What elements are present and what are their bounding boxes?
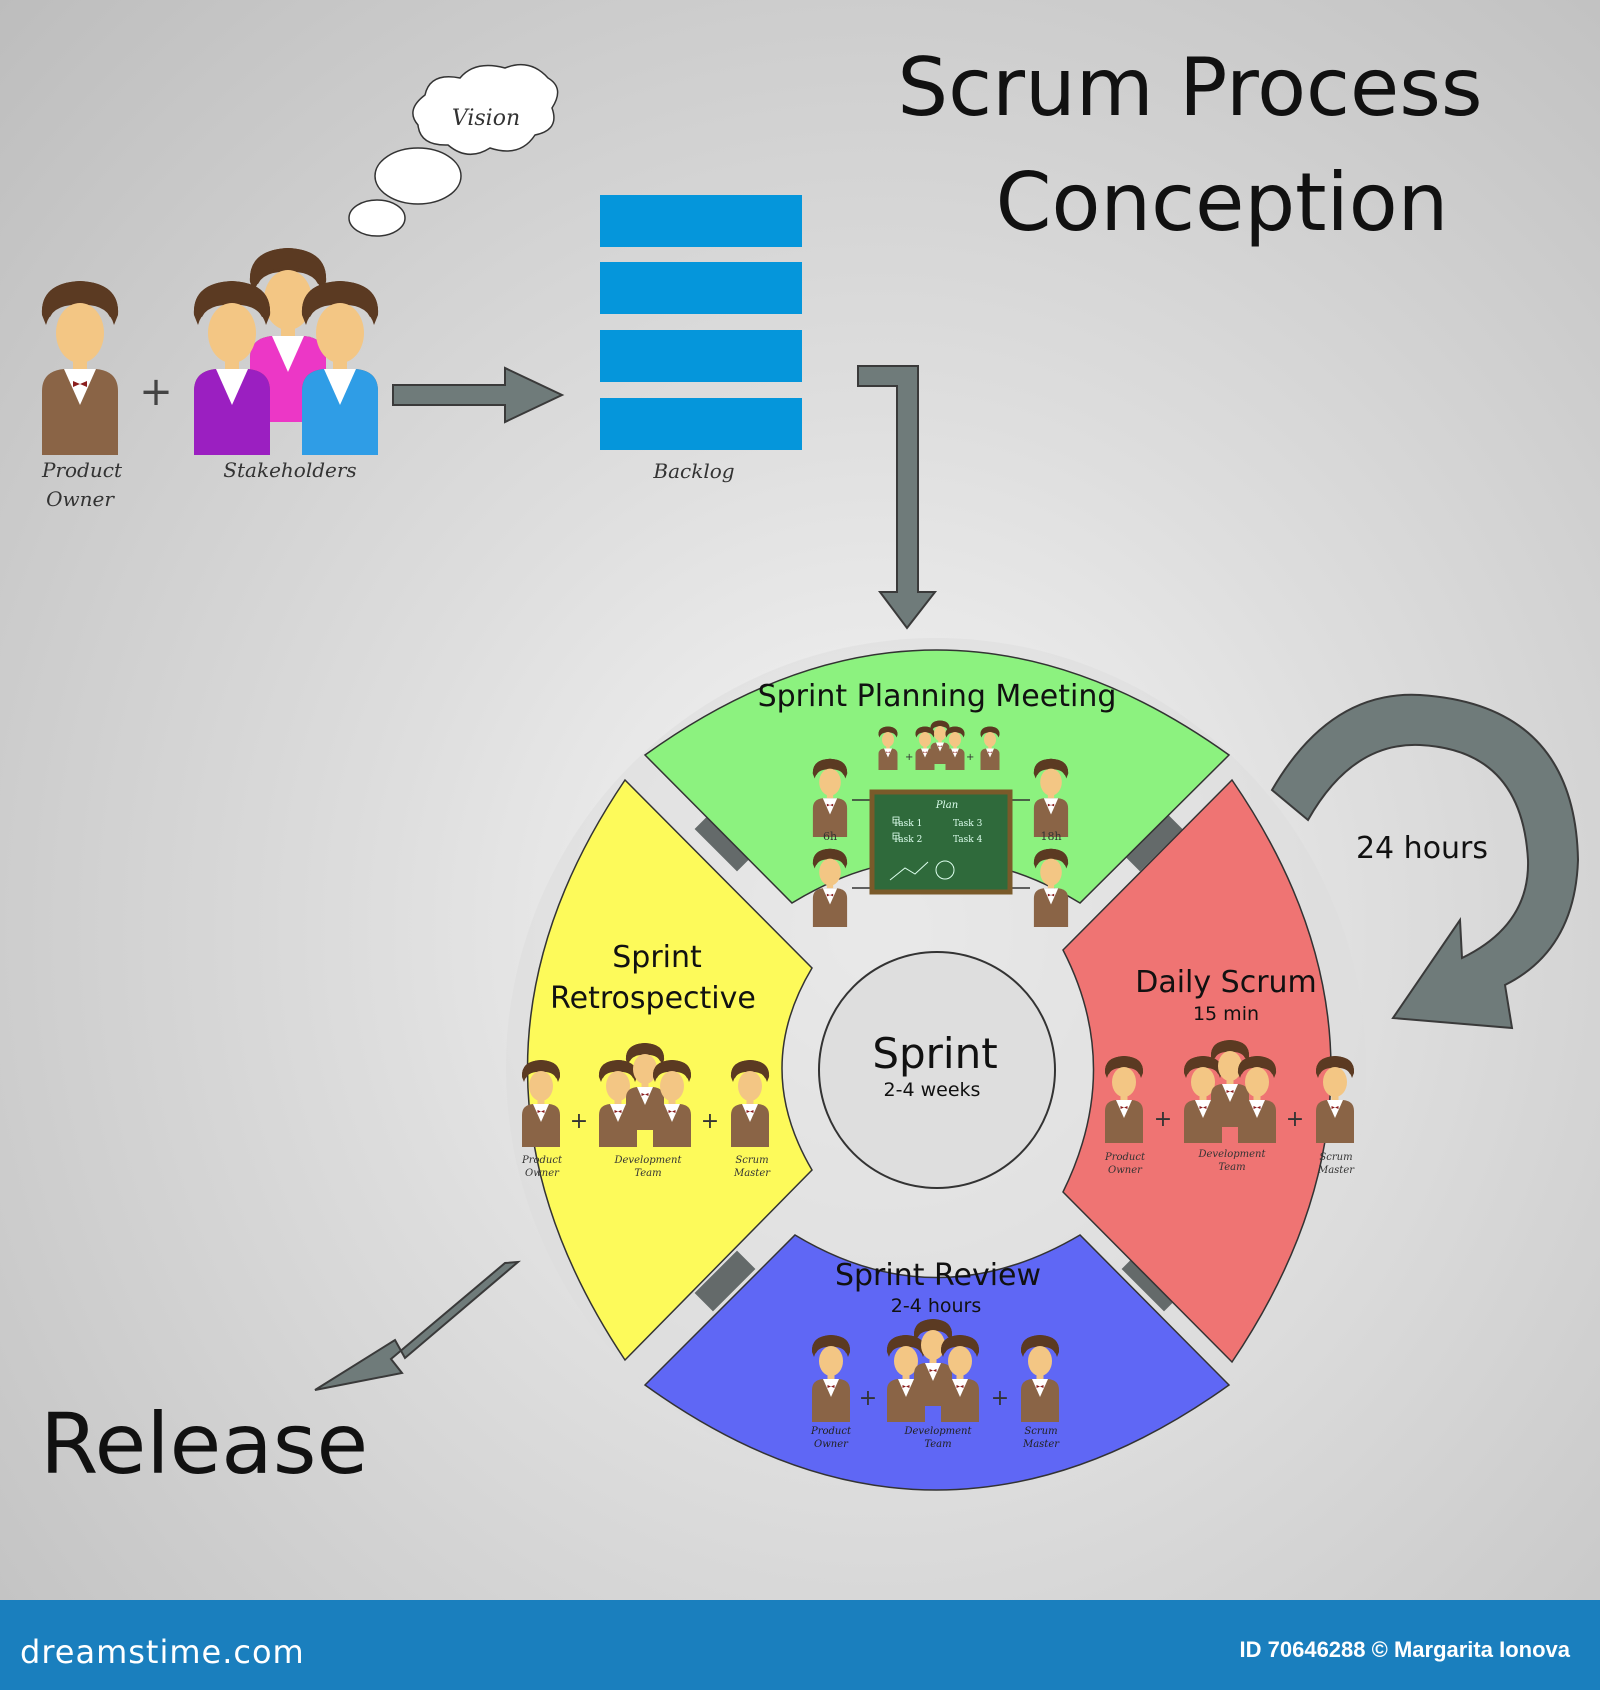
title-line1: Scrum Process (897, 41, 1482, 134)
retro-sm-label-2: Master (733, 1168, 771, 1179)
arrow-to-release (314, 1260, 521, 1391)
planning-right-time: 18h (1040, 830, 1061, 843)
release-label: Release (40, 1395, 369, 1493)
retro-po-label-1: Product (521, 1155, 563, 1166)
stakeholders-figure (193, 248, 379, 455)
retro-team: + + (521, 1043, 770, 1147)
product-owner-figure (41, 281, 119, 455)
backlog-label: Backlog (652, 459, 734, 483)
backlog-stack (600, 195, 802, 450)
retro-dev-label-1: Development (614, 1155, 683, 1166)
product-owner-label-line1: Product (41, 458, 123, 482)
title-line2: Conception (996, 156, 1449, 249)
planning-mini-team: + + (878, 721, 999, 771)
planning-board: Plan Task 1 Task 2 Task 3 Task 4 (852, 789, 1030, 895)
daily-dev-label-1: Development (1198, 1149, 1267, 1160)
sprint-center-title: Sprint (872, 1029, 997, 1078)
retro-sm-label-1: Scrum (735, 1155, 768, 1166)
vision-label: Vision (452, 106, 520, 131)
svg-text:+: + (570, 1109, 588, 1134)
daily-dev-label-2: Team (1218, 1162, 1245, 1173)
board-task-2: Task 2 (893, 835, 922, 845)
svg-text:+: + (1154, 1107, 1172, 1132)
daily-subtitle: 15 min (1193, 1003, 1259, 1025)
footer-brand[interactable]: dreamstime.com (20, 1633, 305, 1671)
daily-sm-label-1: Scrum (1319, 1152, 1352, 1163)
product-owner-label-line2: Owner (46, 487, 115, 511)
svg-text:+: + (1286, 1107, 1304, 1132)
loop-label: 24 hours (1356, 831, 1488, 866)
review-team: + + (811, 1319, 1060, 1422)
stakeholders-label: Stakeholders (223, 458, 356, 482)
daily-po-label-1: Product (1104, 1152, 1146, 1163)
review-subtitle: 2-4 hours (891, 1295, 982, 1317)
review-dev-label-2: Team (924, 1439, 951, 1450)
board-task-4: Task 4 (953, 835, 983, 845)
svg-text:+: + (966, 752, 974, 763)
svg-text:+: + (905, 752, 913, 763)
review-sm-label-2: Master (1022, 1439, 1060, 1450)
sprint-center-subtitle: 2-4 weeks (884, 1079, 981, 1101)
retro-po-label-2: Owner (525, 1168, 560, 1179)
retro-title-line2: Retrospective (550, 981, 756, 1016)
footer-bar (0, 1600, 1600, 1690)
segment-sprint-review (643, 1234, 1231, 1491)
vision-thought-bubble: Vision (348, 63, 559, 237)
planning-left-time: 6h (823, 830, 837, 843)
svg-text:+: + (991, 1386, 1009, 1411)
svg-text:+: + (701, 1109, 719, 1134)
review-sm-label-1: Scrum (1024, 1426, 1057, 1437)
loop-arrow-24-hours (1270, 693, 1580, 1030)
review-title: Sprint Review (835, 1258, 1041, 1293)
daily-title: Daily Scrum (1135, 965, 1317, 1000)
board-title: Plan (935, 800, 958, 811)
retro-title-line1: Sprint (612, 940, 702, 975)
arrow-backlog-to-sprint (857, 365, 938, 630)
board-task-3: Task 3 (953, 819, 983, 829)
svg-text:+: + (859, 1386, 877, 1411)
board-task-1: Task 1 (893, 819, 922, 829)
daily-sm-label-2: Master (1317, 1165, 1355, 1176)
arrow-to-backlog (392, 366, 565, 424)
planning-title: Sprint Planning Meeting (758, 679, 1117, 714)
daily-team: + + (1104, 1040, 1355, 1143)
review-po-label-1: Product (810, 1426, 852, 1437)
review-po-label-2: Owner (814, 1439, 849, 1450)
sprint-center-circle (818, 951, 1056, 1189)
review-dev-label-1: Development (904, 1426, 973, 1437)
footer-credit: ID 70646288 © Margarita Ionova (1239, 1637, 1570, 1662)
plus-sign: + (139, 369, 173, 415)
retro-dev-label-2: Team (634, 1168, 661, 1179)
daily-po-label-2: Owner (1108, 1165, 1143, 1176)
